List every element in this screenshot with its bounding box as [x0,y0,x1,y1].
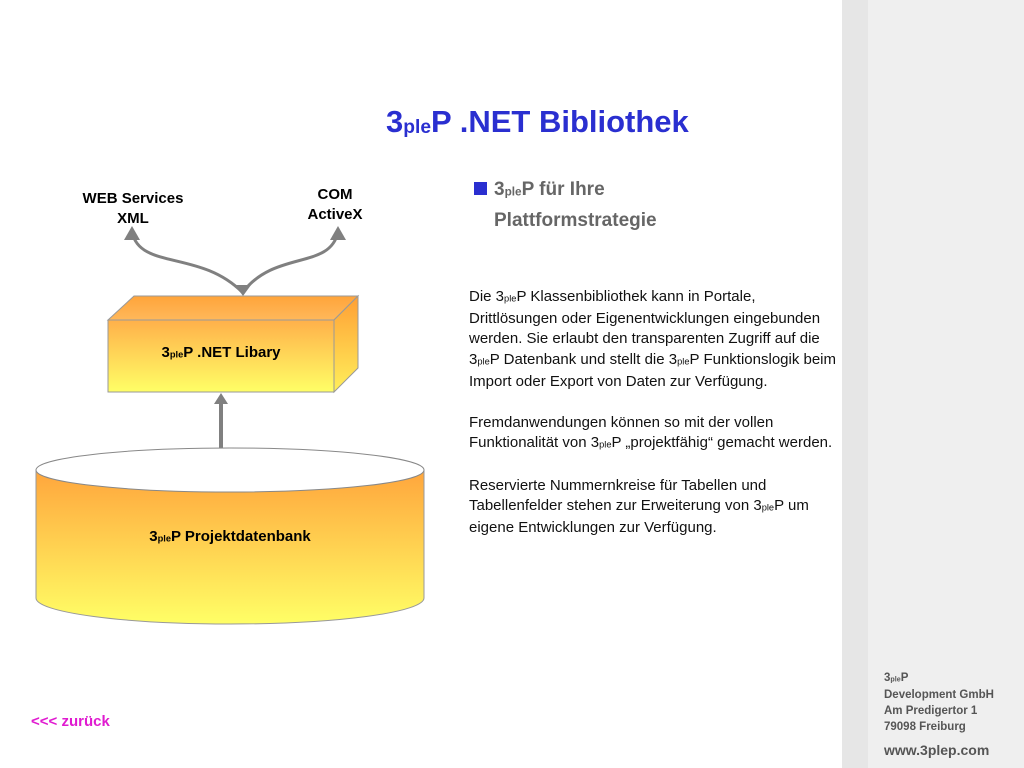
arrow-com [241,231,340,293]
library-label: 3pleP .NET Libary [161,344,281,361]
company-address: 3pleP Development GmbH Am Predigertor 1 … [884,672,994,734]
back-link[interactable]: <<< zurück [31,713,110,730]
arrow-web-services [130,231,244,294]
database-label: 3pleP Projektdatenbank [149,528,311,545]
arrow-head-com [330,226,346,240]
arrow-head-web [124,226,140,240]
architecture-diagram [35,226,425,625]
box-top [106,295,360,321]
database-cylinder-body [35,470,425,625]
paragraph-1: Die 3pleP Klassenbibliothek kann in Port… [469,288,837,390]
paragraph-2: Fremdanwendungen können so mit der volle… [469,413,833,452]
paragraph-3: Reservierte Nummernkreise für Tabellen u… [469,476,809,537]
page-title: 3pleP .NET Bibliothek [386,104,689,139]
arrow-up-head [214,393,228,404]
bullet-heading: 3pleP für Ihre Plattformstrategie [494,179,657,231]
bullet-square-icon [474,182,487,195]
body-text: Die 3pleP Klassenbibliothek kann in Port… [469,287,841,559]
arrow-head-down [235,285,251,296]
database-cylinder-top [35,447,425,493]
box-front [107,319,335,393]
sidebar-panel [868,0,1024,768]
website-link[interactable]: www.3plep.com [884,742,990,758]
